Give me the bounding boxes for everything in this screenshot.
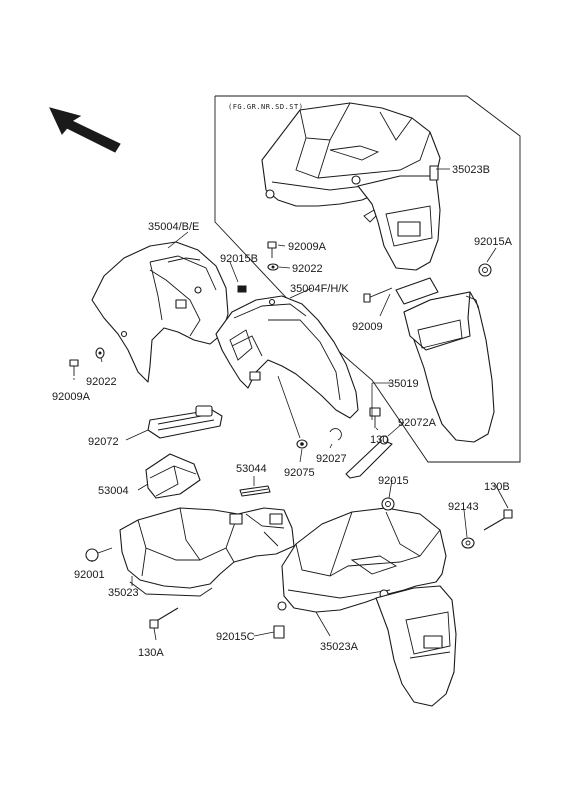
nut-92015 (381, 497, 395, 511)
label-92015C: 92015C (216, 631, 255, 643)
strap-92072A (345, 435, 393, 479)
label-92015A: 92015A (474, 236, 513, 248)
label-92027: 92027 (316, 453, 347, 465)
grommet-92075 (296, 439, 308, 449)
label-35019: 35019 (388, 378, 419, 390)
pad-53044 (239, 485, 271, 497)
inner-fender-35023 (119, 507, 295, 597)
tool-case-53004 (145, 453, 201, 499)
bolt-92009 (363, 287, 393, 303)
label-92072A: 92072A (398, 417, 437, 429)
label-92022-left: 92022 (86, 376, 117, 388)
part-labels: 35023B 35004/B/E 92009A 92015B 92022 350… (52, 164, 513, 659)
label-53044: 53044 (236, 463, 267, 475)
collar-92143 (461, 537, 475, 549)
label-92072: 92072 (88, 436, 119, 448)
rear-fender-35023B (261, 102, 441, 271)
nut-92015A (478, 263, 492, 277)
regional-group-outline (214, 95, 521, 463)
label-35023B: 35023B (452, 164, 490, 176)
region-note: (FG.GR.NR.SD.ST) (228, 103, 303, 111)
front-fender-35004BE (91, 241, 229, 383)
bolt-130B (483, 509, 513, 531)
flap-35019 (395, 277, 495, 443)
label-130: 130 (370, 434, 388, 446)
front-fender-35004FHK (215, 295, 359, 419)
label-92022-top: 92022 (292, 263, 323, 275)
clip-92015C (273, 625, 285, 639)
leader-lines (73, 168, 509, 641)
label-130A: 130A (138, 647, 164, 659)
clip-92015B (237, 285, 247, 293)
label-35023: 35023 (108, 587, 139, 599)
label-92009A-top: 92009A (288, 241, 327, 253)
label-92009A-left: 92009A (52, 391, 91, 403)
bolt-130 (369, 407, 381, 428)
rear-fender-35023A (277, 507, 457, 707)
front-direction-arrow-icon (49, 107, 121, 153)
tool-strap-92072 (147, 405, 223, 439)
label-35004BE: 35004/B/E (148, 221, 199, 233)
label-35004FHK: 35004F/H/K (290, 283, 349, 295)
label-35023A: 35023A (320, 641, 359, 653)
bolt-92009A-top (267, 241, 277, 258)
label-92015B: 92015B (220, 253, 258, 265)
label-92143: 92143 (448, 501, 479, 513)
bolt-130A (149, 607, 179, 629)
label-130B: 130B (484, 481, 510, 493)
clip-92027 (329, 428, 342, 441)
washer-92022-top (267, 263, 279, 271)
label-92009: 92009 (352, 321, 383, 333)
washer-92022-left (95, 347, 105, 359)
label-92015: 92015 (378, 475, 409, 487)
label-92001: 92001 (74, 569, 105, 581)
bolt-92001 (85, 547, 113, 562)
label-53004: 53004 (98, 485, 129, 497)
label-92075: 92075 (284, 467, 315, 479)
bolt-92009A-left (69, 359, 79, 376)
